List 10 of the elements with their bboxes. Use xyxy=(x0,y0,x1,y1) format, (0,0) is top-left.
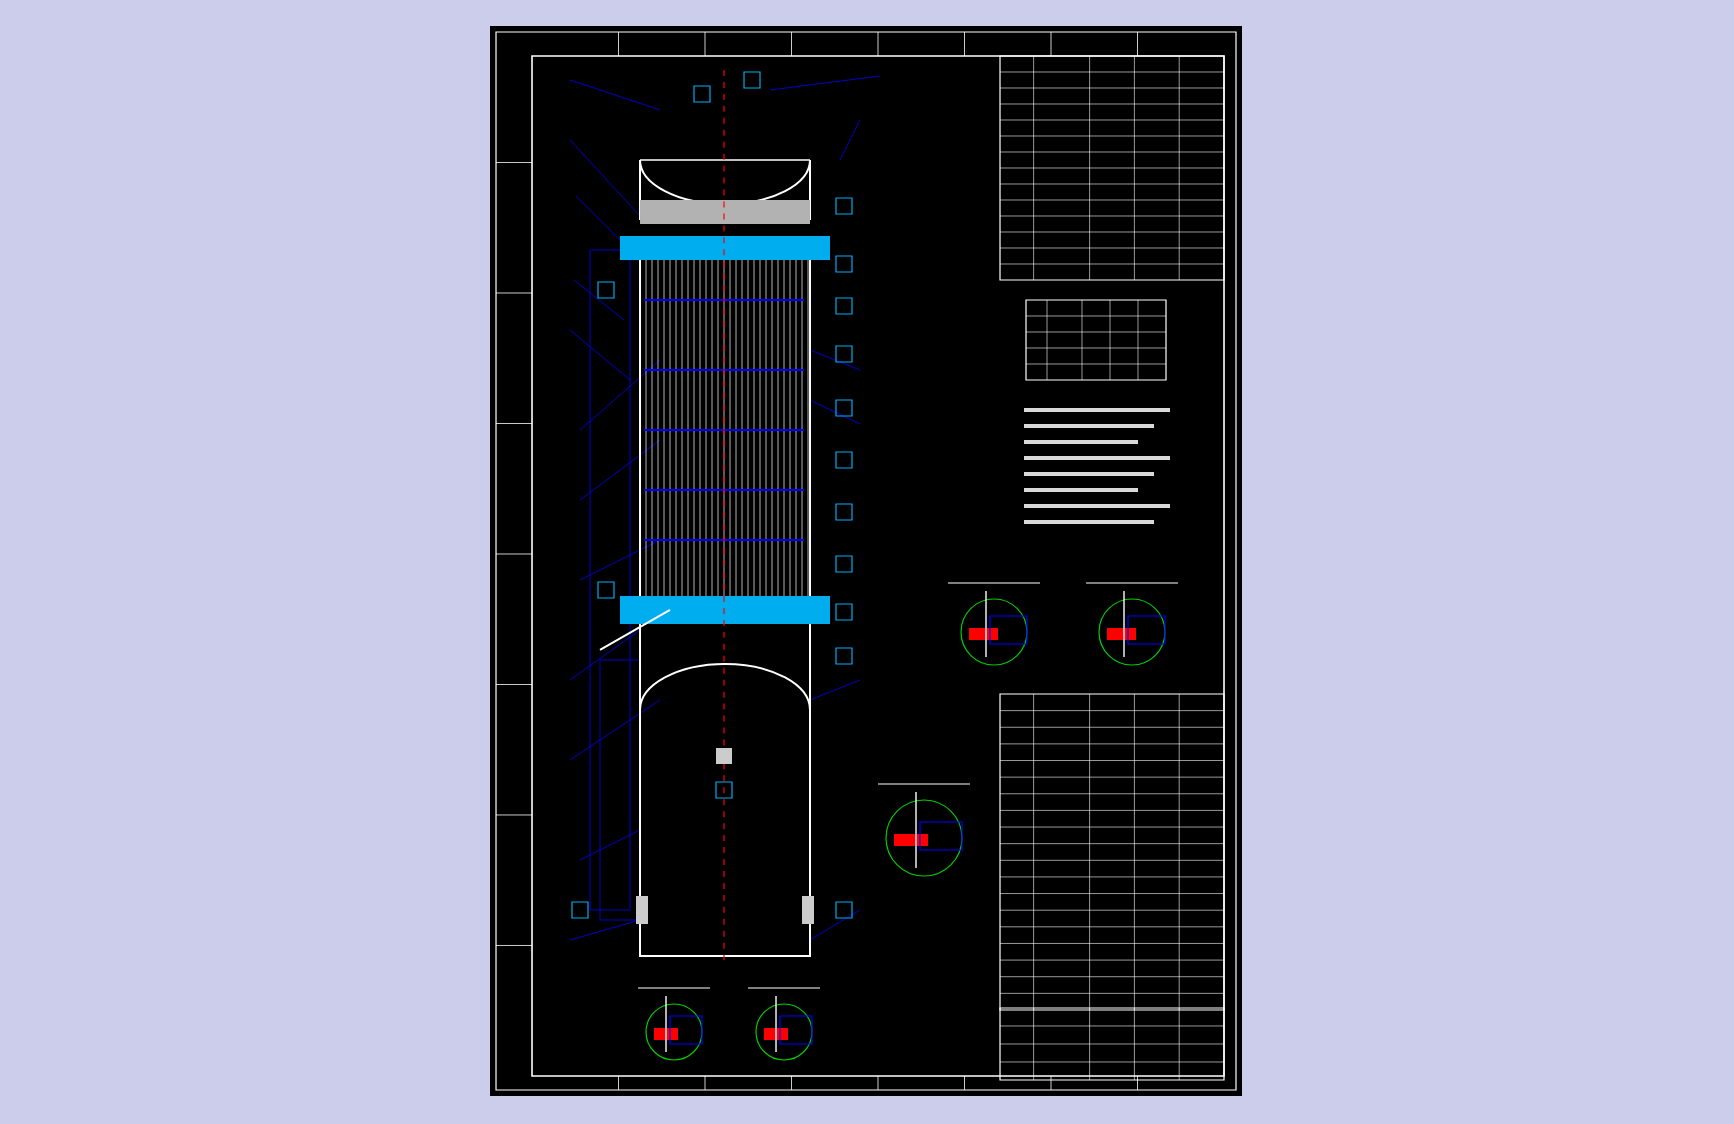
detail-view-drawing xyxy=(947,582,1041,666)
table-drawing xyxy=(999,55,1225,281)
detail-view-drawing xyxy=(1085,582,1179,666)
table-drawing xyxy=(1025,299,1167,381)
detail-view-drawing xyxy=(747,987,821,1061)
table-drawing xyxy=(999,693,1225,1011)
detail-view-drawing xyxy=(877,783,971,877)
detail-view-drawing xyxy=(637,987,711,1061)
vessel-drawing xyxy=(569,69,881,961)
table-drawing xyxy=(999,1007,1225,1081)
